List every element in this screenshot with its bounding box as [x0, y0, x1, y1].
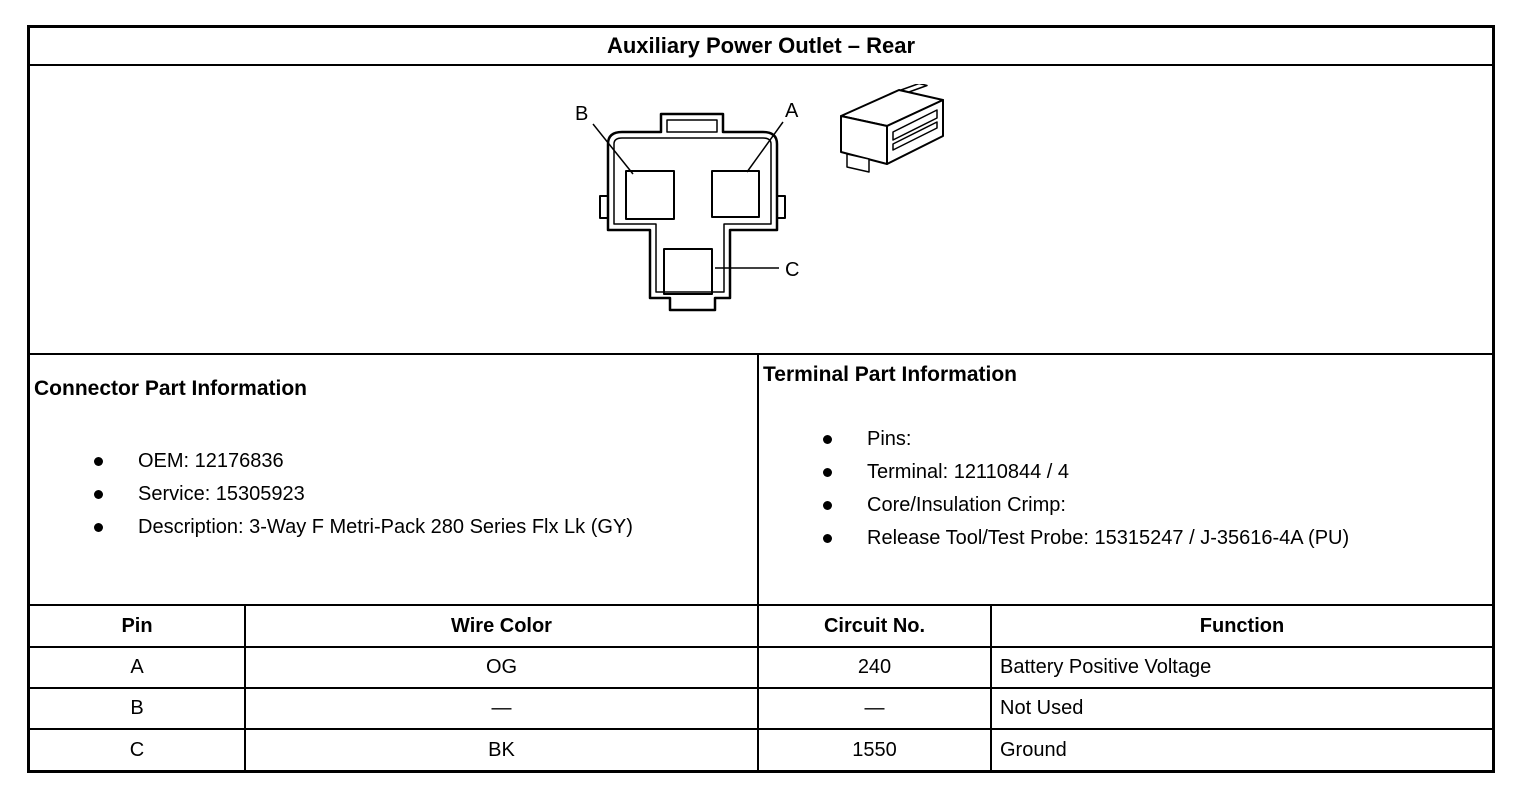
terminal-part-information: Terminal Part Information Pins: Terminal… [759, 355, 1492, 604]
page-title: Auxiliary Power Outlet – Rear [30, 28, 1492, 66]
cavity-b [625, 170, 675, 220]
cell-circuit-no: 1550 [759, 730, 992, 770]
cell-pin: A [30, 648, 246, 687]
pin-table-row-a: A OG 240 Battery Positive Voltage [30, 648, 1492, 689]
cell-circuit-no: 240 [759, 648, 992, 687]
cell-circuit-no: — [759, 689, 992, 728]
cell-function: Ground [1000, 738, 1067, 761]
terminal-part-information-list: Pins: Terminal: 12110844 / 4 Core/Insula… [763, 423, 1488, 555]
terminal-part-information-heading: Terminal Part Information [763, 363, 1017, 386]
connector-isometric-view [840, 84, 944, 173]
cell-pin: B [30, 689, 246, 728]
header-circuit-no: Circuit No. [759, 606, 992, 646]
connector-info-description: Description: 3-Way F Metri-Pack 280 Seri… [92, 511, 753, 544]
header-wire-color: Wire Color [246, 606, 759, 646]
header-function: Function [1199, 614, 1285, 637]
connector-sheet: Auxiliary Power Outlet – Rear [27, 25, 1495, 773]
cell-wire-color: OG [246, 648, 759, 687]
leader-line-b [592, 123, 634, 175]
part-information-row: Connector Part Information OEM: 12176836… [30, 355, 1492, 606]
cell-function: Battery Positive Voltage [1000, 656, 1212, 678]
cavity-c [663, 248, 713, 295]
connector-info-oem: OEM: 12176836 [92, 445, 753, 478]
connector-diagram: B A C [575, 84, 944, 312]
header-pin: Pin [30, 606, 246, 646]
connector-part-information-list: OEM: 12176836 Service: 15305923 Descript… [34, 445, 753, 544]
cavity-a [711, 170, 760, 218]
pin-table-row-b: B — — Not Used [30, 689, 1492, 730]
pin-label-c: C [785, 259, 799, 281]
connector-info-service: Service: 15305923 [92, 478, 753, 511]
cell-wire-color: BK [246, 730, 759, 770]
terminal-info-release-tool: Release Tool/Test Probe: 15315247 / J-35… [821, 522, 1488, 555]
pin-table-header-row: Pin Wire Color Circuit No. Function [30, 606, 1492, 648]
pin-table-row-c: C BK 1550 Ground [30, 730, 1492, 770]
pin-label-a: A [785, 100, 799, 122]
connector-part-information: Connector Part Information OEM: 12176836… [30, 355, 759, 604]
pin-table: Pin Wire Color Circuit No. Function A OG… [30, 606, 1492, 770]
connector-diagram-area: B A C [30, 66, 1492, 355]
terminal-info-crimp: Core/Insulation Crimp: [821, 489, 1488, 522]
leader-line-a [746, 121, 784, 173]
cell-function: Not Used [1000, 697, 1084, 719]
cell-wire-color: — [246, 689, 759, 728]
terminal-info-terminal: Terminal: 12110844 / 4 [821, 456, 1488, 489]
pin-label-b: B [575, 103, 588, 125]
connector-front-view [592, 112, 786, 312]
connector-part-information-heading: Connector Part Information [34, 377, 308, 400]
terminal-info-pins: Pins: [821, 423, 1488, 456]
cell-pin: C [30, 730, 246, 770]
